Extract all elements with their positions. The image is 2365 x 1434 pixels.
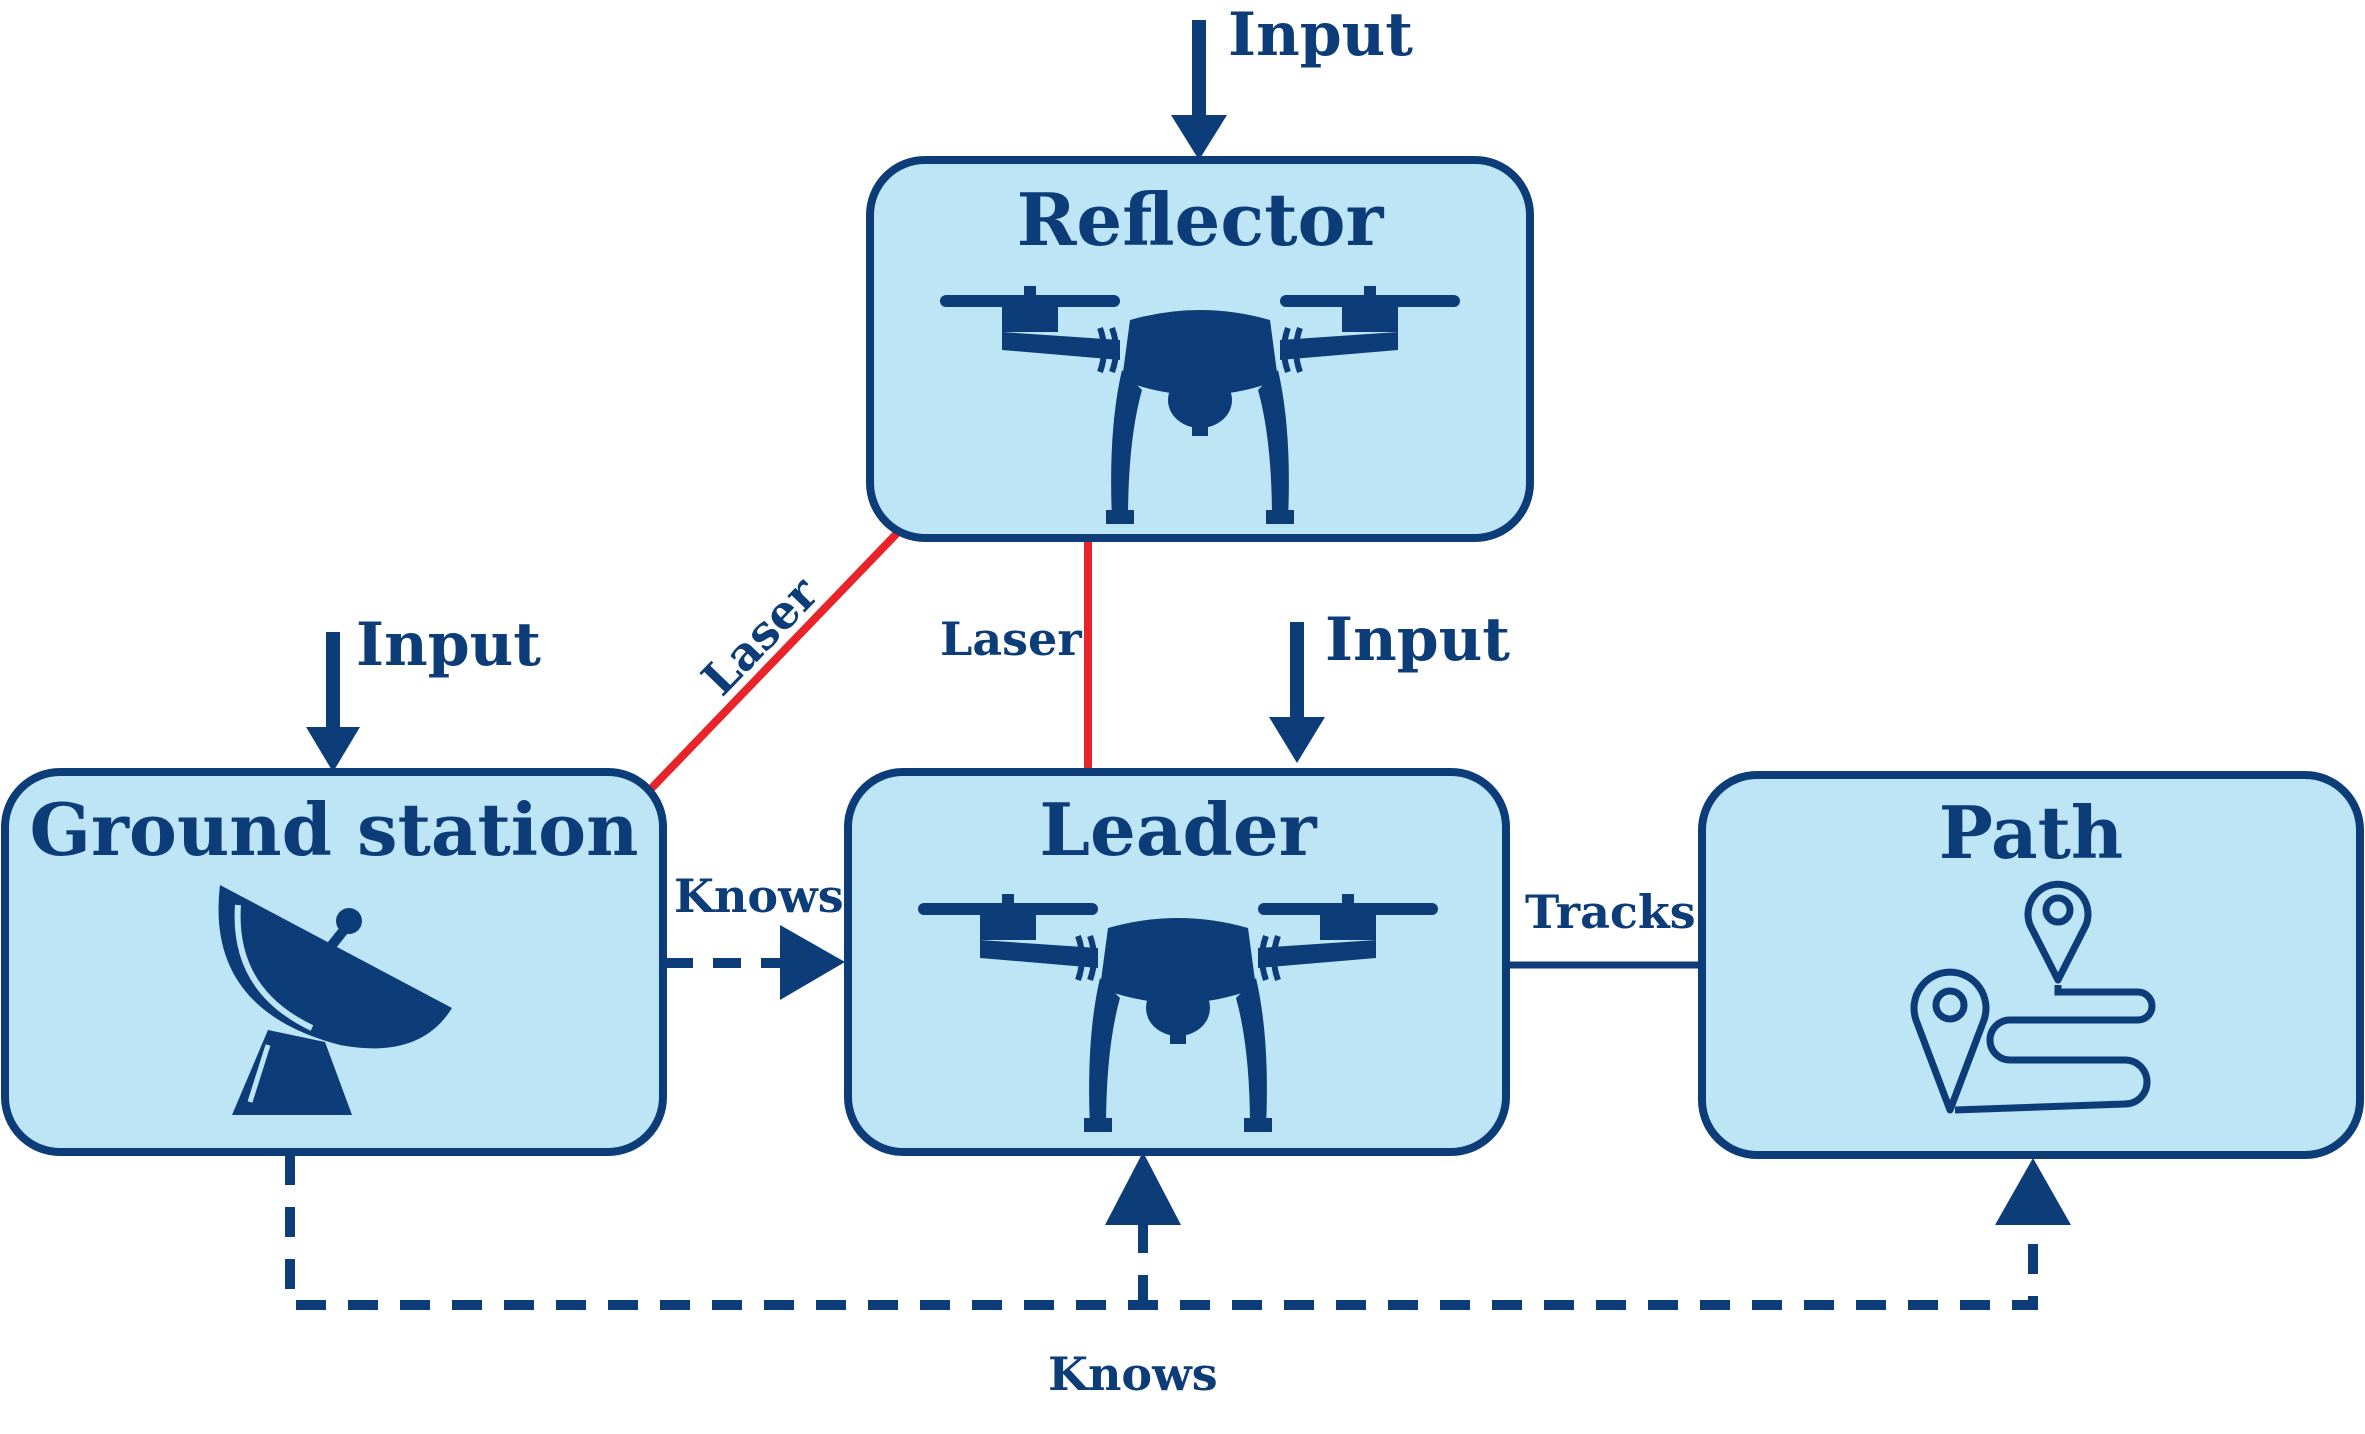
input-arrow-ground-station: [306, 632, 360, 772]
laser-line-ground-reflector: [642, 525, 905, 798]
satellite-dish-icon: [218, 885, 452, 1115]
input-label-leader: Input: [1325, 605, 1510, 675]
knows-label-bottom: Knows: [1048, 1347, 1218, 1401]
knows-arrowhead-leader-bottom: [1105, 1152, 1181, 1225]
input-label-ground-station: Input: [356, 610, 541, 680]
leader-title: Leader: [1039, 787, 1317, 872]
laser-label-reflector-leader: Laser: [940, 612, 1082, 666]
path-title: Path: [1939, 790, 2123, 875]
knows-line-bottom: [285, 1155, 2038, 1310]
knows-arrowhead-leader-left: [780, 925, 845, 1000]
leader-node: Leader: [844, 768, 1510, 1156]
tracks-label: Tracks: [1525, 885, 1696, 939]
ground-station-title: Ground station: [30, 787, 639, 872]
knows-arrowhead-path-bottom: [1995, 1158, 2071, 1225]
knows-label-ground-leader: Knows: [674, 869, 844, 923]
map-route-icon: [1910, 880, 2156, 1114]
input-arrow-leader: [1269, 622, 1325, 763]
ground-station-node: Ground station: [1, 768, 667, 1156]
reflector-node: Reflector: [866, 156, 1534, 542]
input-label-reflector: Input: [1228, 0, 1413, 70]
path-node: Path: [1698, 771, 2364, 1159]
input-arrow-reflector: [1171, 20, 1227, 160]
reflector-title: Reflector: [1017, 177, 1385, 262]
laser-label-ground-reflector: Laser: [691, 566, 829, 706]
